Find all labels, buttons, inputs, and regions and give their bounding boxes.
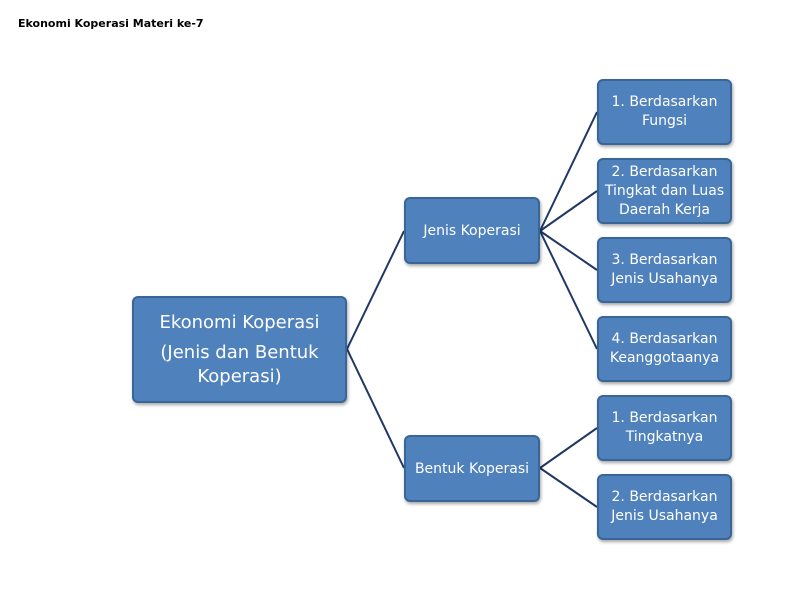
connector-root-jenis	[346, 230, 405, 350]
node-jenis-koperasi: Jenis Koperasi	[404, 197, 540, 264]
node-label: 4. Berdasarkan Keanggotaanya	[609, 331, 720, 366]
node-jenis-keanggotaan: 4. Berdasarkan Keanggotaanya	[597, 316, 732, 382]
node-bentuk-usaha: 2. Berdasarkan Jenis Usahanya	[597, 474, 732, 540]
node-jenis-fungsi: 1. Berdasarkan Fungsi	[597, 79, 732, 145]
node-label: 1. Berdasarkan Tingkatnya	[611, 410, 718, 445]
connector-bentuk-1	[539, 427, 598, 469]
connector-jenis-1	[539, 111, 598, 232]
connector-jenis-2	[539, 190, 598, 232]
node-bentuk-tingkat: 1. Berdasarkan Tingkatnya	[597, 395, 732, 461]
node-jenis-koperasi-label: Jenis Koperasi	[423, 222, 521, 239]
node-bentuk-koperasi-label: Bentuk Koperasi	[414, 460, 530, 477]
connector-root-bentuk	[346, 348, 405, 469]
connector-bentuk-2	[539, 467, 598, 508]
connector-jenis-4	[539, 230, 598, 350]
node-bentuk-koperasi: Bentuk Koperasi	[404, 435, 540, 502]
node-label: 3. Berdasarkan Jenis Usahanya	[611, 252, 718, 287]
root-title: Ekonomi Koperasi	[159, 311, 320, 333]
connector-jenis-3	[539, 230, 598, 271]
node-label: 1. Berdasarkan Fungsi	[611, 94, 718, 129]
node-jenis-tingkat-luas: 2. Berdasarkan Tingkat dan Luas Daerah K…	[597, 158, 732, 224]
root-subtitle: (Jenis dan Bentuk Koperasi)	[160, 341, 319, 387]
node-label: 2. Berdasarkan Tingkat dan Luas Daerah K…	[604, 163, 725, 218]
node-jenis-usaha: 3. Berdasarkan Jenis Usahanya	[597, 237, 732, 303]
page-title: Ekonomi Koperasi Materi ke-7	[18, 17, 204, 30]
node-label: 2. Berdasarkan Jenis Usahanya	[611, 489, 718, 524]
root-node: Ekonomi Koperasi (Jenis dan Bentuk Koper…	[132, 296, 347, 403]
